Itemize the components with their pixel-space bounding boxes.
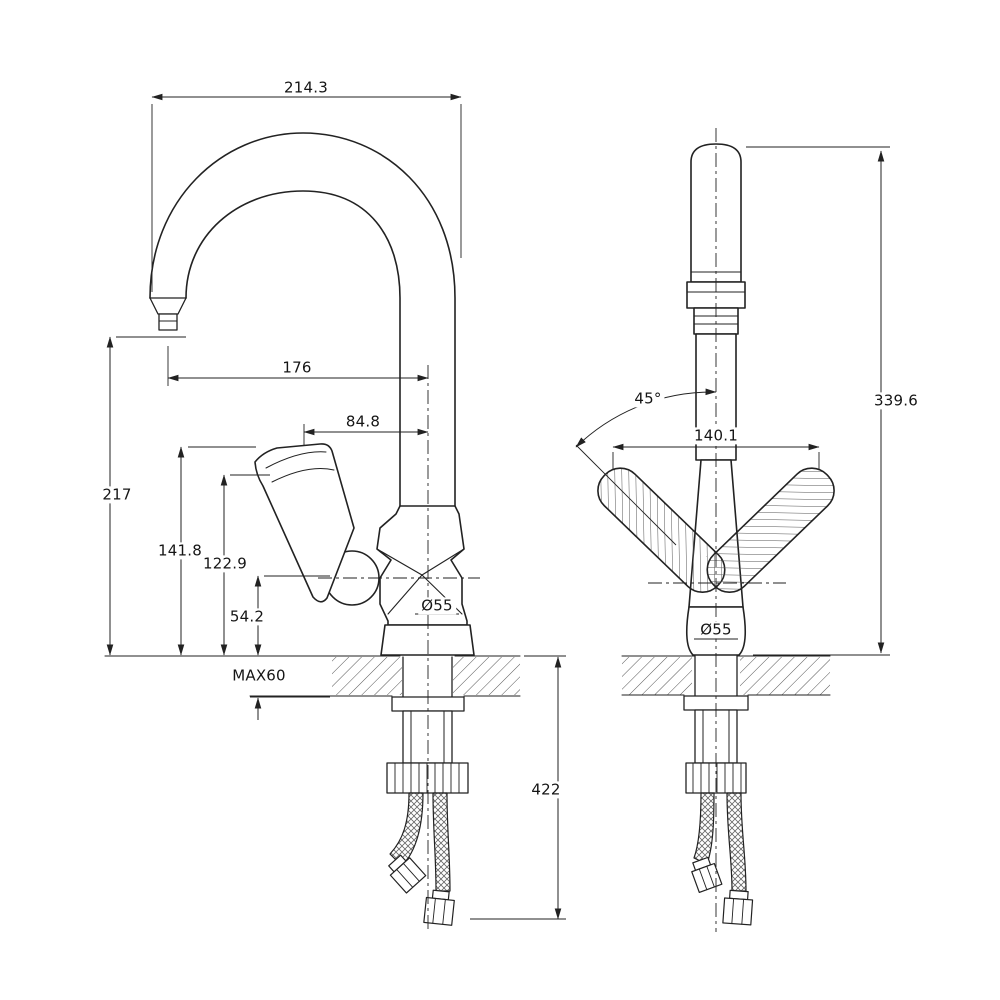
faucet-body-side (376, 505, 475, 656)
dim-handle-top-height-label: 141.8 (155, 542, 205, 560)
handle-side (254, 443, 355, 603)
countertop-side (104, 655, 521, 697)
dim-handle-angle-label: 45° (631, 390, 665, 408)
dim-max-counter-label: MAX60 (229, 667, 289, 685)
dim-overall-height-label: 339.6 (871, 392, 921, 410)
side-view (104, 132, 521, 926)
base-flange-side (380, 624, 475, 656)
dim-base-diameter-front-label: Ø55 (697, 621, 735, 639)
supply-hoses-side (388, 792, 455, 926)
gooseneck-spout (149, 132, 456, 507)
centerlines (318, 128, 786, 932)
dim-spout-height-label: 217 (99, 486, 135, 504)
dim-below-counter-label: 422 (528, 781, 564, 799)
hose-fitting (722, 889, 754, 926)
spout-tip (149, 297, 187, 331)
dim-handle-pivot-height-label: 122.9 (200, 555, 250, 573)
dim-handle-reach-label: 84.8 (342, 413, 384, 431)
countertop-front (621, 655, 831, 696)
hose-fitting (423, 889, 455, 926)
hose-fitting (691, 856, 723, 894)
faucet-column-front (685, 143, 747, 656)
dim-handle-span-label: 140.1 (691, 427, 741, 445)
handle-front-right (706, 467, 835, 594)
supply-hoses-front (691, 792, 754, 926)
dim-overall-reach-label: 214.3 (281, 79, 331, 97)
hose-fitting (388, 854, 427, 894)
dim-spout-reach-label: 176 (279, 359, 315, 377)
mounting-hardware-front (683, 655, 749, 794)
dim-base-diameter-side-label: Ø55 (418, 597, 456, 615)
dim-body-height-label: 54.2 (226, 608, 268, 626)
dimension-lines (106, 93, 890, 920)
